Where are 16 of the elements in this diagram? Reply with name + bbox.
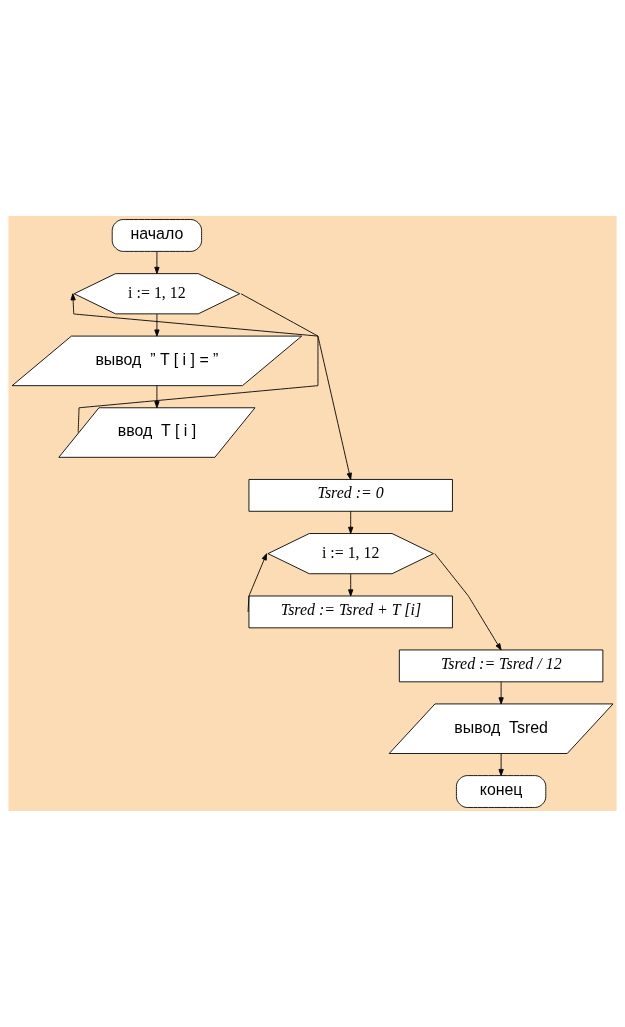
- arrow: [348, 510, 354, 534]
- arrow: [70, 293, 319, 433]
- arrow: [154, 313, 160, 337]
- node-box: Tsred := 0: [248, 479, 453, 512]
- arrow: [434, 553, 502, 651]
- arrow: [154, 385, 160, 409]
- arrow: [498, 753, 504, 777]
- arrow: [154, 250, 160, 274]
- arrow: [498, 681, 504, 705]
- arrow: [240, 293, 352, 480]
- node-box: конец: [456, 775, 547, 808]
- node-box: начало: [111, 219, 203, 252]
- node-box: Tsred := Tsred / 12: [398, 649, 604, 683]
- arrow: [348, 573, 354, 597]
- node-box: Tsred := Tsred + T [i]: [248, 595, 453, 629]
- arrow: [247, 553, 268, 613]
